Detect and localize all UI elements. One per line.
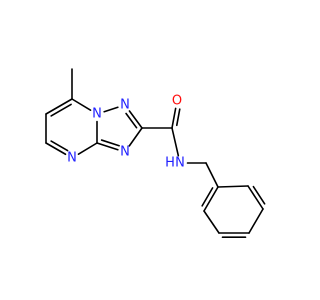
bond-Ph2-Ph3 xyxy=(203,210,220,234)
bond-N3-C3a-double xyxy=(100,139,120,147)
bond-N1-C2-double xyxy=(125,112,138,129)
bond-C_co-O-double xyxy=(175,108,181,127)
bond-Ph5-Ph6 xyxy=(247,185,264,210)
atom-label-n3: N xyxy=(120,145,130,160)
bond-N8-N1 xyxy=(103,106,119,113)
bond-Ph5-Ph6-double xyxy=(252,185,266,205)
bond-N8-C7 xyxy=(71,98,92,111)
atom-label-nh: N xyxy=(175,156,185,171)
bonds-layer xyxy=(45,68,266,238)
bond-C7-C6-double xyxy=(50,103,72,117)
bond-Ph4-Ph5 xyxy=(248,208,264,234)
atom-label-n1: N xyxy=(120,98,130,113)
atom-label-o: O xyxy=(172,94,182,109)
bond-Ph1-Ph2 xyxy=(203,186,219,212)
bond-C5-N4 xyxy=(45,142,67,156)
bond-C2-N3 xyxy=(128,127,143,147)
bond-N3-C3a xyxy=(96,142,119,151)
bond-C7-C6 xyxy=(45,98,73,115)
bond-N1-C2 xyxy=(128,110,143,129)
bond-C5-N4-double xyxy=(50,140,69,152)
bond-CH2-Ph1 xyxy=(205,162,219,188)
atom-label-n4: N xyxy=(67,151,77,166)
bond-Ph6-Ph1 xyxy=(217,185,249,188)
bond-C_co-O xyxy=(171,107,177,129)
atom-h-label-nh: H xyxy=(165,156,175,171)
atom-label-n8: N xyxy=(92,107,102,122)
bond-Ph1-Ph2-double xyxy=(201,187,214,207)
bond-C_co-NH xyxy=(171,127,180,157)
bond-N4-C3a xyxy=(77,142,98,155)
